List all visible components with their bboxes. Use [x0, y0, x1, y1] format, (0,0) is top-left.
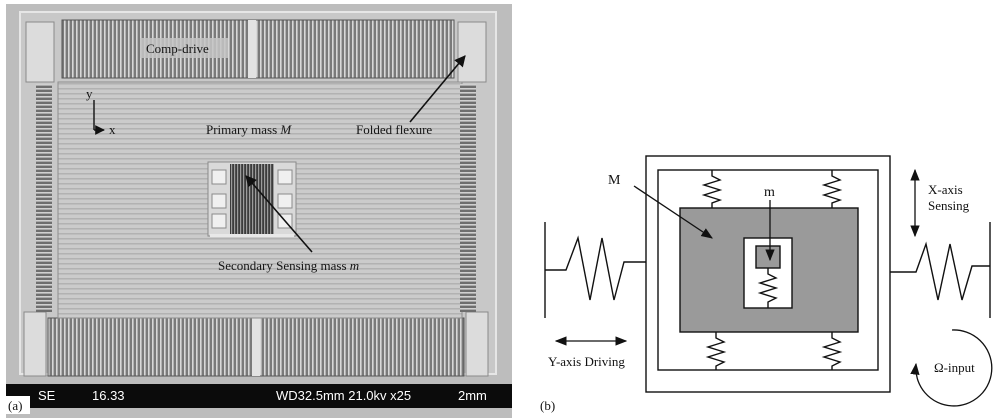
label-x-axis: X-axis: [928, 182, 963, 197]
label-sensing: Sensing: [928, 198, 970, 213]
top-comb-label-patch: [140, 38, 228, 58]
info-params: WD32.5mm 21.0kv x25: [276, 388, 411, 403]
info-value: 16.33: [92, 388, 125, 403]
secondary-mass-cluster: [207, 161, 297, 237]
label-comp-drive: Comp-drive: [146, 41, 209, 56]
panel-a-label-box: [6, 396, 30, 414]
spring-right: [890, 241, 990, 301]
panel-a-sem-image: Comp-drive Primary mass M Folded flexure…: [6, 4, 512, 418]
panel-b-labels: M m X-axis Sensing Y-axis Driving Ω-inpu…: [540, 173, 975, 413]
info-scale: 2mm: [458, 388, 487, 403]
info-detector: SE: [38, 388, 56, 403]
anchor-bottom-left: [23, 311, 47, 377]
anchor-top-right: [457, 21, 487, 83]
panel-a-label: (a): [8, 398, 22, 413]
spring-top-left: [701, 170, 723, 208]
label-secondary-mass: Secondary Sensing mass m: [218, 258, 359, 273]
omega-rotation-arc: [910, 329, 993, 407]
label-folded-flexure: Folded flexure: [356, 122, 432, 137]
spring-top-right: [821, 170, 843, 208]
axis-indicator: y x: [86, 86, 116, 137]
label-omega-input: Ω-input: [934, 360, 975, 375]
bottom-comb-divider: [252, 318, 260, 376]
left-side-comb: [36, 84, 52, 312]
spring-left: [545, 235, 646, 301]
sem-info-bar: [6, 384, 512, 408]
panel-b-label: (b): [540, 398, 555, 413]
axis-label-x: x: [109, 122, 116, 137]
spring-inner: [757, 268, 779, 308]
arrow-M: [633, 185, 713, 239]
label-m: m: [764, 185, 775, 200]
label-M: M: [608, 173, 621, 188]
label-y-axis-driving: Y-axis Driving: [548, 354, 625, 369]
secondary-mass-m: [755, 245, 781, 269]
anchor-bottom-right: [465, 311, 489, 377]
panel-b-schematic: [544, 155, 993, 407]
axis-label-y: y: [86, 86, 93, 101]
outer-frame: [645, 155, 891, 393]
arrow-folded-flexure: [409, 55, 466, 123]
anchor-top-left: [25, 21, 55, 83]
top-comb-drive: [61, 19, 455, 79]
spring-bottom-right: [821, 332, 843, 370]
inner-frame: [657, 169, 879, 371]
right-side-comb: [460, 84, 476, 312]
arrow-secondary-mass: [245, 175, 313, 253]
top-comb-divider: [248, 20, 256, 78]
label-primary-mass: Primary mass M: [206, 122, 292, 137]
spring-bottom-left: [705, 332, 727, 370]
